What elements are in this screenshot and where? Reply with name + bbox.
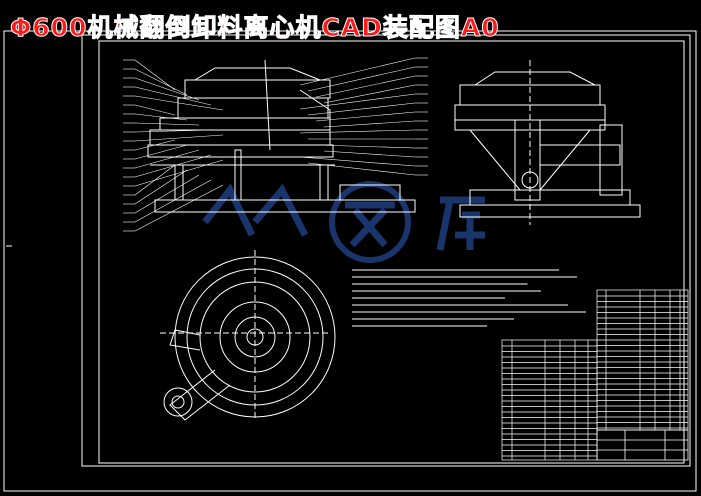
- plan-view-drawing: [160, 250, 336, 421]
- leader-lines-left: [123, 59, 224, 232]
- side-view-drawing: [454, 60, 641, 225]
- watermark-logo: [202, 181, 485, 263]
- front-view-drawing: [147, 59, 416, 213]
- leader-lines-right: [299, 57, 428, 176]
- title-block: [596, 429, 689, 461]
- parts-list-table: [501, 289, 689, 461]
- drawing-title: Φ600机械翻倒卸料离心机CAD装配图A0: [10, 13, 500, 43]
- drawing-frame: [3, 30, 697, 492]
- technical-notes-block: [352, 269, 586, 327]
